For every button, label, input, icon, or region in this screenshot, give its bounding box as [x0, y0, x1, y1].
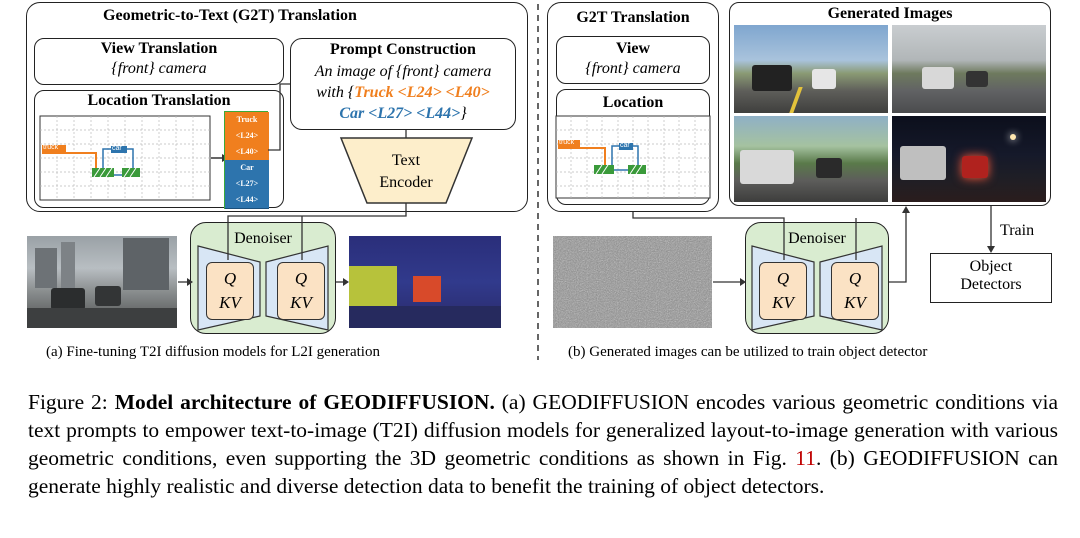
- object-detectors-line2: Detectors: [960, 276, 1022, 293]
- prompt-line-3: Car <L27> <L44>}: [290, 105, 516, 123]
- qkv-block-left-2: Q KV: [277, 262, 325, 320]
- generated-image-4: [892, 116, 1046, 202]
- caption-name: GEODIFFUSION: [323, 390, 490, 414]
- q-label: Q: [223, 269, 237, 288]
- generated-image-2: [892, 25, 1046, 113]
- caption-name-2: GEODIFFUSION: [532, 390, 690, 414]
- prompt-suffix: }: [460, 105, 467, 122]
- prompt-line-2: with {Truck <L24> <L40>: [290, 84, 516, 102]
- truck-label-right: truck: [559, 139, 575, 146]
- generated-image-3: [734, 116, 888, 202]
- caption-bold-prefix: Model architecture of: [114, 390, 324, 414]
- caption-part1: (a): [494, 390, 533, 414]
- prompt-car-tokens: Car <L27> <L44>: [339, 105, 461, 122]
- caption-part4: can generate highly realistic and divers…: [28, 446, 1058, 498]
- prompt-truck-tokens: Truck <L24> <L40>: [354, 84, 490, 101]
- view-box-right: [556, 36, 710, 84]
- view-translation-box: [34, 38, 284, 85]
- prompt-construction-box: [290, 38, 516, 130]
- prompt-prefix: with {: [316, 84, 355, 101]
- location-title-right: Location: [602, 94, 664, 111]
- token-column: Truck <L24> <L40> Car <L27> <L44>: [224, 111, 269, 209]
- prompt-line-1: An image of {front} camera: [314, 63, 492, 80]
- input-street-photo: [27, 236, 177, 328]
- caption-name-3: GEODIFFUSION: [863, 446, 1020, 470]
- car-label-left: car: [112, 145, 122, 152]
- q-label: Q: [294, 269, 308, 288]
- q-label: Q: [776, 269, 790, 288]
- kv-label: KV: [290, 293, 312, 312]
- noise-image: [553, 236, 712, 328]
- denoiser-right-label: Denoiser: [788, 230, 846, 247]
- output-mask-photo: [349, 236, 501, 328]
- prompt-construction-title: Prompt Construction: [330, 41, 476, 58]
- subcaption-a: (a) Fine-tuning T2I diffusion models for…: [46, 344, 380, 360]
- object-detectors-line1: Object: [969, 258, 1013, 275]
- text-encoder-line2: Encoder: [379, 174, 433, 191]
- kv-label: KV: [844, 293, 866, 312]
- generated-images-title: Generated Images: [827, 5, 953, 22]
- kv-label: KV: [219, 293, 241, 312]
- object-detectors-box: Object Detectors: [930, 253, 1052, 303]
- view-subtitle-right: {front} camera: [585, 60, 681, 77]
- subcaption-b: (b) Generated images can be utilized to …: [568, 344, 928, 360]
- generated-image-1: [734, 25, 888, 113]
- caption-fig-label: Figure 2:: [28, 390, 108, 414]
- qkv-block-right-2: Q KV: [831, 262, 879, 320]
- figure-caption: Figure 2: Model architecture of GEODIFFU…: [28, 390, 1059, 498]
- text-encoder-line1: Text: [391, 152, 421, 169]
- g2t-title-right: G2T Translation: [576, 9, 690, 26]
- token-l44: <L44>: [225, 192, 269, 209]
- view-translation-title: View Translation: [100, 40, 218, 57]
- q-label: Q: [848, 269, 862, 288]
- train-label: Train: [1000, 222, 1035, 239]
- denoiser-left-label: Denoiser: [234, 230, 292, 247]
- car-label-right: car: [620, 142, 630, 149]
- caption-part3: . (b): [815, 446, 864, 470]
- qkv-block-right-1: Q KV: [759, 262, 807, 320]
- kv-label: KV: [772, 293, 794, 312]
- location-translation-title: Location Translation: [87, 92, 231, 109]
- view-title-right: View: [615, 40, 651, 57]
- g2t-title: Geometric-to-Text (G2T) Translation: [103, 7, 357, 24]
- caption-part2: encodes various geometric conditions via…: [28, 390, 1059, 470]
- qkv-block-left-1: Q KV: [206, 262, 254, 320]
- truck-label-left: truck: [43, 144, 59, 151]
- caption-fig-ref[interactable]: 11: [795, 446, 816, 470]
- view-translation-subtitle: {front} camera: [111, 60, 207, 77]
- noise-texture: [553, 236, 712, 328]
